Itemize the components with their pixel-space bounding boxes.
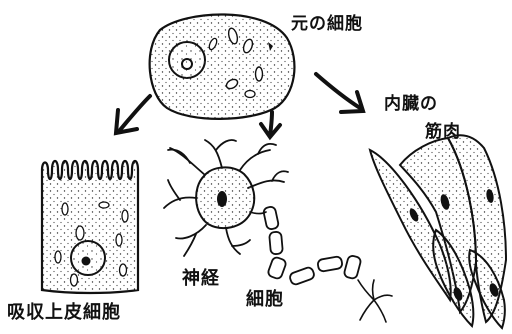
absorptive-epithelial-cell: [42, 161, 138, 293]
label-nerve-cell-line2: 細胞: [246, 291, 284, 309]
nerve-axon: [263, 206, 362, 286]
arrow-to-nerve: [261, 112, 280, 137]
epithelial-nucleolus: [82, 257, 91, 266]
label-original-cell: 元の細胞: [291, 16, 363, 33]
label-visceral-muscle-line1: 内臓の: [384, 96, 438, 113]
nerve-nucleus: [217, 191, 227, 207]
original-cell: [150, 14, 295, 118]
arrow-to-muscle: [316, 74, 363, 112]
label-nerve-cell-line1: 神経: [182, 270, 220, 288]
label-absorptive-epithelial-cell: 吸収上皮細胞: [7, 304, 121, 322]
label-visceral-muscle-line2: 筋肉: [425, 124, 461, 141]
visceral-muscle-cells: [370, 135, 506, 328]
arrow-to-epithelial: [116, 96, 150, 133]
